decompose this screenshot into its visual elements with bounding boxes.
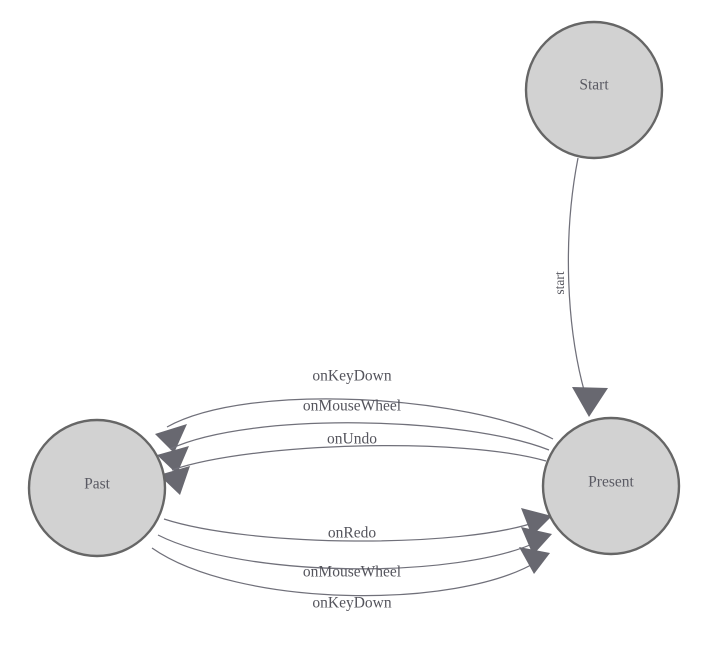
edge-present-to-past-onmousewheel[interactable] [157,422,550,474]
edge-present-to-past-onkeydown[interactable] [155,398,554,453]
arrowhead-into-present-1 [521,508,552,536]
edge-start-path [567,157,589,405]
arrowhead-into-present-top [572,387,608,417]
node-present-circle [541,416,681,556]
node-start-circle [524,20,664,160]
node-start[interactable]: Start [524,20,664,160]
node-start-label: Start [579,77,609,94]
edge-undo-3-path [171,445,547,471]
edge-redo-3-path [151,547,539,597]
node-past-label: Past [84,476,111,493]
edge-label-onkeydown-undo: onKeyDown [312,368,391,385]
node-present-label: Present [588,474,634,491]
edge-redo-2-path [157,534,540,570]
arrowhead-into-present-2 [521,527,552,555]
arrowhead-into-past-1 [155,424,187,453]
edge-redo-1-path [163,518,540,542]
edge-label-onmousewheel-redo: onMouseWheel [303,564,401,581]
edge-undo-2-path [169,422,550,451]
edge-start-to-present[interactable] [567,157,608,417]
arrowhead-into-past-3 [159,466,190,495]
edge-label-onmousewheel-undo: onMouseWheel [303,398,401,415]
edge-past-to-present-onmousewheel[interactable] [157,527,552,570]
edge-label-start: start [552,271,567,294]
edge-label-onundo: onUndo [327,431,377,448]
edge-label-onredo: onRedo [328,525,376,542]
node-past-circle [27,418,167,558]
edge-past-to-present-onkeydown[interactable] [151,547,550,597]
edge-label-onkeydown-redo: onKeyDown [312,595,391,612]
edge-undo-1-path [166,398,554,440]
edge-past-to-present-onredo[interactable] [163,508,552,542]
edge-present-to-past-onundo[interactable] [159,445,547,495]
node-past[interactable]: Past [27,418,167,558]
arrowhead-into-past-2 [157,446,189,474]
arrowhead-into-present-3 [519,547,550,574]
node-present[interactable]: Present [541,416,681,556]
